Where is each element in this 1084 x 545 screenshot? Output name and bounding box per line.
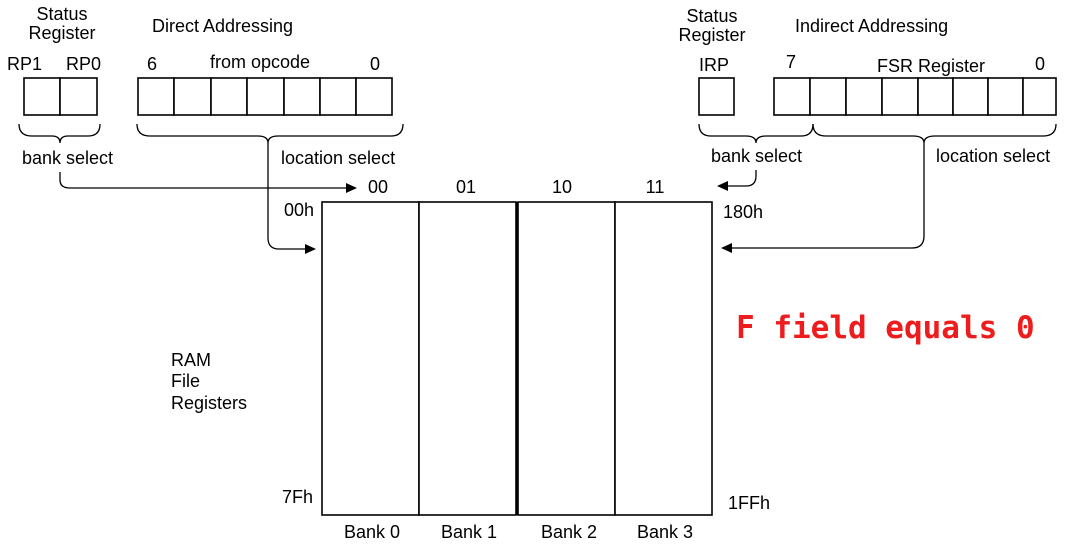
direct-addressing-title: Direct Addressing — [152, 16, 293, 36]
bank-code-10: 10 — [552, 177, 572, 197]
ram-label-line1: RAM — [171, 350, 211, 370]
bank-select-brace-direct — [18, 123, 101, 144]
rp1-label: RP1 — [7, 54, 42, 74]
direct-status-register-label-line1: Status — [36, 4, 87, 24]
bank-1-block — [418, 201, 517, 516]
ram-label-line2: File — [171, 371, 200, 391]
bank-3-label: Bank 3 — [637, 522, 693, 542]
from-opcode-label: from opcode — [210, 52, 310, 72]
fsr-bit-cell — [773, 77, 811, 116]
f-field-annotation: F field equals 0 — [736, 310, 1035, 346]
irp-bit-cell — [698, 77, 735, 116]
direct-bank-arrow-line — [59, 172, 347, 189]
address-1ffh-label: 1FFh — [728, 493, 770, 513]
opcode-bit-cell — [173, 77, 212, 116]
location-select-label-indirect: location select — [936, 146, 1050, 166]
bank-select-label-indirect: bank select — [711, 146, 802, 166]
opcode-bit-cell — [283, 77, 321, 116]
bank-code-01: 01 — [456, 177, 476, 197]
indirect-bank-arrow-line — [728, 170, 757, 187]
indirect-location-arrowhead — [721, 243, 732, 253]
memory-bank-grid — [321, 201, 713, 516]
ram-label-line3: Registers — [171, 393, 247, 413]
indirect-bit-high-label: 7 — [786, 52, 796, 72]
opcode-bits — [137, 77, 393, 116]
direct-bit-high-label: 6 — [147, 54, 157, 74]
opcode-bit-cell — [246, 77, 285, 116]
bank-0-label: Bank 0 — [344, 522, 400, 542]
direct-location-arrowhead — [305, 244, 316, 254]
rp0-bit-cell — [59, 77, 98, 116]
bank-2-block — [517, 201, 616, 516]
indirect-status-register-label-line2: Register — [678, 25, 745, 45]
indirect-bank-arrowhead — [717, 181, 728, 191]
opcode-bit-cell — [210, 77, 248, 116]
irp-label: IRP — [699, 55, 729, 75]
bank-code-11: 11 — [646, 177, 665, 197]
address-180h-label: 180h — [723, 202, 763, 222]
direct-status-register-label-line2: Register — [28, 23, 95, 43]
fsr-register-bits — [773, 77, 1057, 116]
bank-select-brace-indirect — [698, 123, 814, 144]
indirect-status-register-label-line1: Status — [686, 6, 737, 26]
opcode-bit-cell — [355, 77, 393, 116]
bank-1-label: Bank 1 — [441, 522, 497, 542]
fsr-bit-cell — [917, 77, 954, 116]
fsr-bit-cell — [809, 77, 847, 116]
bank-code-00: 00 — [368, 177, 388, 197]
indirect-addressing-title: Indirect Addressing — [795, 16, 948, 36]
location-select-label-direct: location select — [281, 148, 395, 168]
rp0-label: RP0 — [66, 54, 101, 74]
location-select-brace-direct — [136, 123, 404, 144]
indirect-location-arrow-line — [732, 143, 925, 249]
bank-select-label-direct: bank select — [22, 148, 113, 168]
status-register-bits-direct — [23, 77, 98, 116]
direct-bank-arrowhead — [346, 183, 357, 193]
rp1-bit-cell — [23, 77, 61, 116]
fsr-register-label: FSR Register — [877, 56, 985, 76]
direct-location-arrow-line — [267, 143, 306, 250]
bank-0-block — [321, 201, 420, 516]
location-select-brace-indirect — [812, 123, 1057, 144]
fsr-bit-cell — [952, 77, 989, 116]
opcode-bit-cell — [319, 77, 357, 116]
address-7fh-label: 7Fh — [282, 487, 313, 507]
fsr-bit-cell — [1022, 77, 1057, 116]
opcode-bit-cell — [137, 77, 175, 116]
fsr-bit-cell — [881, 77, 919, 116]
direct-bit-low-label: 0 — [370, 54, 380, 74]
indirect-bit-low-label: 0 — [1035, 54, 1045, 74]
fsr-bit-cell — [845, 77, 883, 116]
bank-3-block — [614, 201, 713, 516]
bank-2-label: Bank 2 — [541, 522, 597, 542]
fsr-bit-cell — [987, 77, 1024, 116]
address-00h-label: 00h — [284, 200, 314, 220]
